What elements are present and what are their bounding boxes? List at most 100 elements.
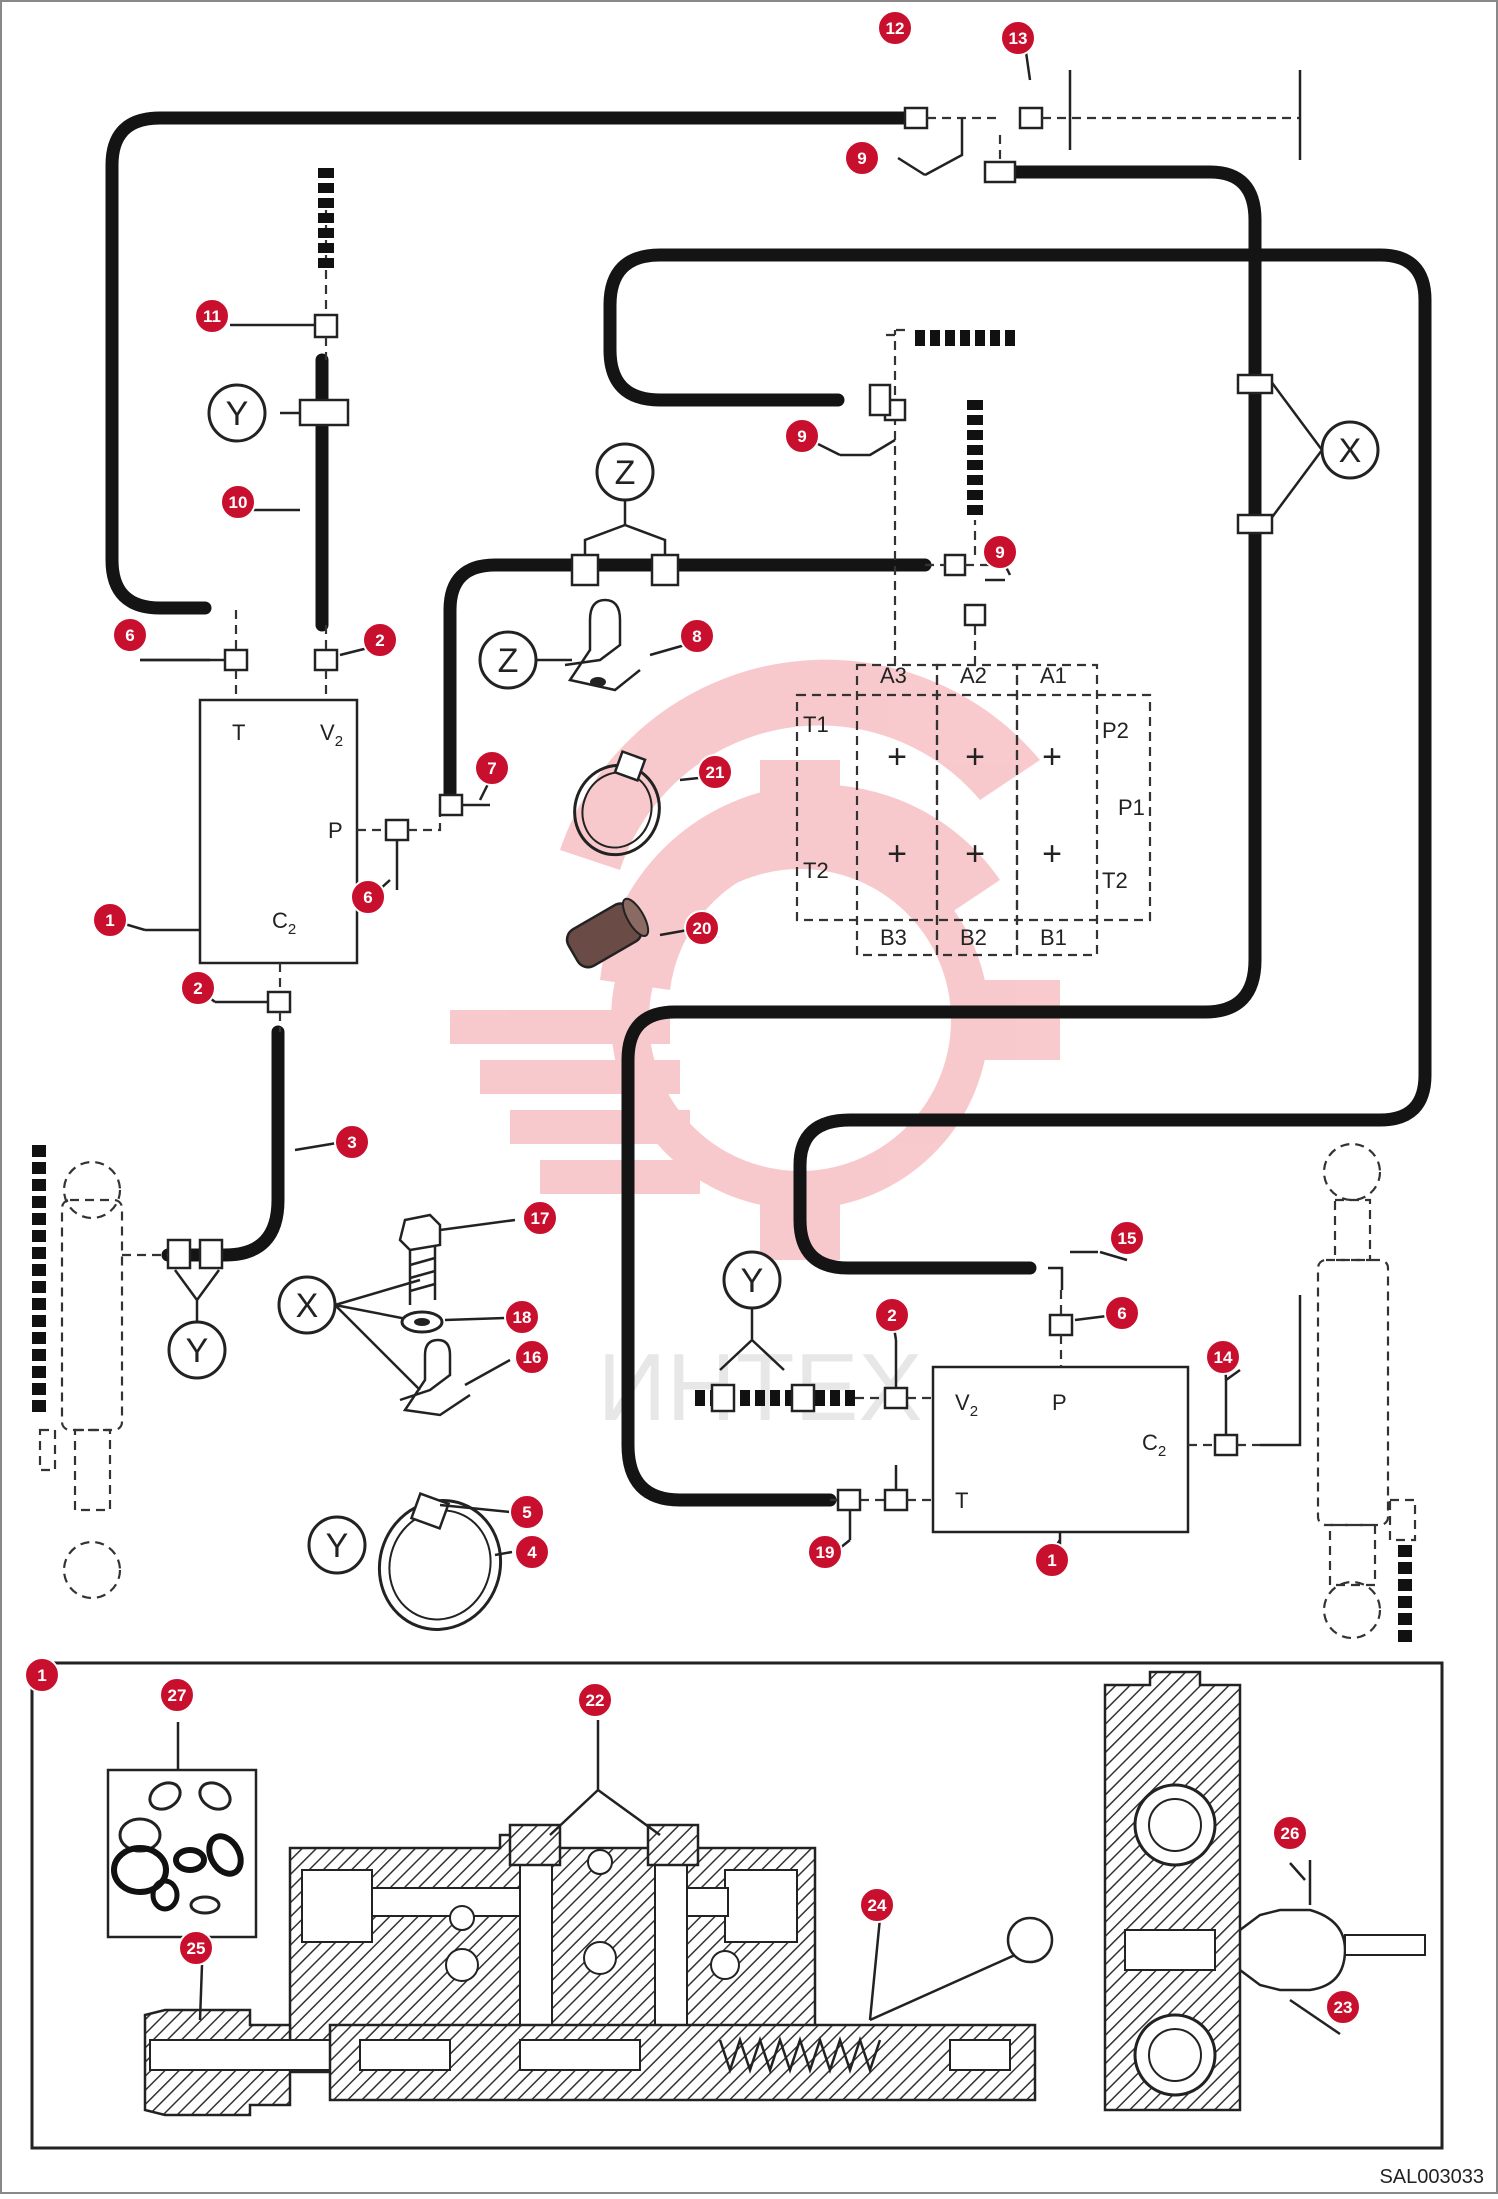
svg-text:Y: Y [741,1262,764,1300]
callout-1-lower: 1 [1034,1542,1070,1578]
callout-16: 16 [514,1339,550,1375]
svg-text:Y: Y [186,1332,209,1370]
svg-text:9: 9 [797,427,806,446]
valve-cross-section-detail [30,1661,1444,2150]
svg-text:Y: Y [326,1527,349,1565]
svg-text:18: 18 [513,1308,532,1327]
svg-text:1: 1 [1047,1551,1056,1570]
svg-text:25: 25 [187,1939,206,1958]
svg-text:Z: Z [615,454,636,492]
port-label-T2: T2 [1102,868,1128,893]
port-label-P2: P2 [1102,718,1129,743]
letter-Y-right: Y [722,1250,782,1310]
svg-text:6: 6 [1117,1304,1126,1323]
callout-21: 21 [697,754,733,790]
hose-12-to-T [105,111,912,615]
hose-lines [105,111,1432,1507]
letter-Y-upper: Y [207,383,267,443]
callout-9-right: 9 [982,534,1018,570]
svg-text:6: 6 [363,888,372,907]
callout-9-mid: 9 [784,418,820,454]
svg-text:19: 19 [816,1543,835,1562]
svg-text:17: 17 [531,1209,550,1228]
callout-23: 23 [1325,1989,1361,2025]
callout-17: 17 [522,1200,558,1236]
port-label-A3: A3 [880,663,907,688]
svg-text:Y: Y [226,395,249,433]
svg-text:2: 2 [887,1306,896,1325]
port-label-V2-left: V2 [320,720,343,750]
svg-text:14: 14 [1214,1348,1233,1367]
drawing-code: SAL003033 [1379,2166,1484,2188]
callout-15: 15 [1109,1220,1145,1256]
svg-text:+: + [965,738,985,776]
callout-7: 7 [474,750,510,786]
port-label-V2-right: V2 [955,1390,978,1420]
svg-text:9: 9 [995,543,1004,562]
svg-text:+: + [1042,738,1062,776]
right-cylinder [1316,1142,1417,1642]
letter-X-bolt: X [277,1275,337,1335]
svg-text:3: 3 [347,1133,356,1152]
svg-text:1: 1 [37,1666,46,1685]
port-label-P-left: P [328,818,343,843]
svg-text:20: 20 [693,919,712,938]
left-valve-upper: T V2 P C2 [140,168,490,1032]
callout-1-upper: 1 [92,902,128,938]
svg-text:23: 23 [1334,1998,1353,2017]
svg-text:15: 15 [1118,1229,1137,1248]
callout-13: 13 [1000,20,1036,56]
svg-text:16: 16 [523,1348,542,1367]
port-label-P-right: P [1052,1390,1067,1415]
callout-18: 18 [504,1299,540,1335]
port-label-C2-left: C2 [272,908,296,938]
loose-parts [377,598,661,1631]
sleeve-part-20 [565,897,650,969]
callout-19: 19 [807,1534,843,1570]
control-valve-block: A3 A2 A1 B3 B2 B1 T1 T2 P2 P1 T2 +++ +++ [795,328,1152,957]
port-label-T2-left: T2 [803,858,829,883]
hose-loop-15 [603,248,1432,1275]
callout-27: 27 [159,1677,195,1713]
port-label-B1: B1 [1040,925,1067,950]
callout-12: 12 [877,10,913,46]
svg-text:5: 5 [522,1503,531,1522]
callout-1-detail: 1 [24,1657,60,1693]
hose-7 [443,558,932,812]
callout-5: 5 [509,1494,545,1530]
svg-text:6: 6 [125,626,134,645]
hose-9-to-19 [621,165,1262,1507]
callout-10: 10 [220,484,256,520]
svg-text:22: 22 [586,1691,605,1710]
svg-text:1: 1 [105,911,114,930]
letter-Y-clamp: Y [307,1515,367,1575]
callout-8: 8 [679,618,715,654]
watermark-logo: ИНТЕХ [450,659,1060,1441]
svg-text:26: 26 [1281,1824,1300,1843]
callout-2-mid: 2 [180,970,216,1006]
hose-3 [161,1025,285,1262]
svg-text:12: 12 [886,19,905,38]
valve-body-right [931,1365,1190,1534]
callout-3: 3 [334,1124,370,1160]
callout-4: 4 [514,1534,550,1570]
watermark-text: ИНТЕХ [597,1334,922,1441]
letter-Z-upper: Z [595,442,655,502]
svg-text:24: 24 [868,1896,887,1915]
port-label-T1: T1 [803,712,829,737]
port-label-B2: B2 [960,925,987,950]
callout-26: 26 [1272,1815,1308,1851]
callout-24: 24 [859,1887,895,1923]
port-label-P1: P1 [1118,795,1145,820]
letter-X-right: X [1320,420,1380,480]
callout-6-right: 6 [1104,1295,1140,1331]
svg-text:13: 13 [1009,29,1028,48]
svg-text:7: 7 [487,759,496,778]
callout-2-top: 2 [362,622,398,658]
port-label-A2: A2 [960,663,987,688]
svg-text:2: 2 [193,979,202,998]
callout-11: 11 [194,298,230,334]
callout-20: 20 [684,910,720,946]
